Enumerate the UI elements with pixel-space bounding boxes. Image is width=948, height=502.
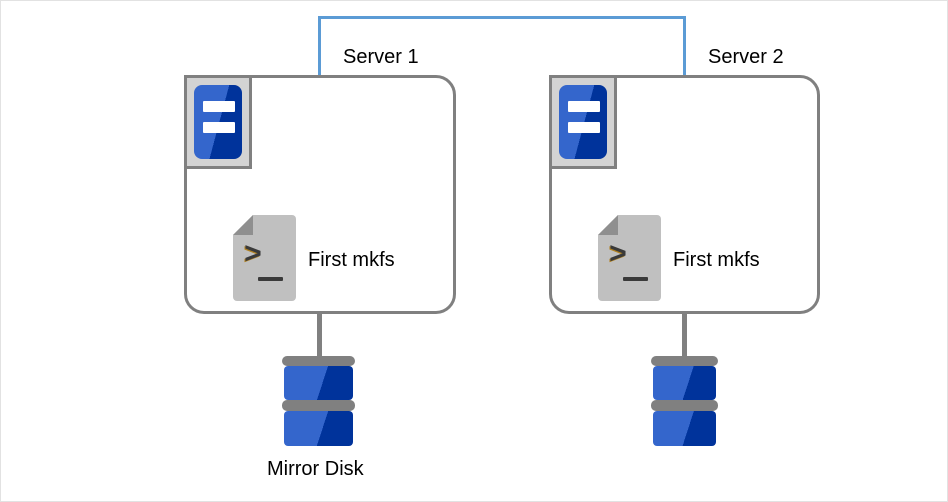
server-icon-bar-bottom [203, 122, 235, 133]
server-1-title: Server 1 [343, 46, 419, 68]
disk-block-upper [653, 366, 716, 400]
terminal-document-icon: > [598, 215, 661, 301]
disk-plate-top [282, 356, 355, 366]
interconnect-right-segment [683, 16, 686, 78]
terminal-prompt-glyph: > [244, 239, 263, 273]
server-machine-icon [549, 75, 617, 169]
disk-stack-icon-server1 [282, 356, 355, 461]
server-icon-bar-top [203, 101, 235, 112]
server-2-disk-connector [682, 312, 687, 359]
disk-plate-middle [651, 400, 718, 411]
server-1-process-label: First mkfs [308, 249, 395, 271]
server-icon-bar-bottom [568, 122, 600, 133]
disk-block-upper [284, 366, 353, 400]
terminal-cursor-underscore [258, 277, 283, 281]
terminal-prompt-glyph: > [609, 239, 628, 273]
terminal-cursor-underscore [623, 277, 648, 281]
server-1-disk-connector [317, 312, 322, 359]
disk-stack-icon-server2 [651, 356, 718, 461]
server-2-process-label: First mkfs [673, 249, 760, 271]
interconnect-left-segment [318, 16, 321, 78]
interconnect-top-segment [318, 16, 686, 19]
server-machine-icon [184, 75, 252, 169]
disk-plate-top [651, 356, 718, 366]
server-2-title: Server 2 [708, 46, 784, 68]
mirror-disk-label: Mirror Disk [267, 458, 364, 480]
document-fold-corner [598, 215, 618, 235]
disk-plate-middle [282, 400, 355, 411]
document-fold-corner [233, 215, 253, 235]
server-icon-bar-top [568, 101, 600, 112]
terminal-document-icon: > [233, 215, 296, 301]
disk-block-lower [284, 411, 353, 446]
disk-block-lower [653, 411, 716, 446]
